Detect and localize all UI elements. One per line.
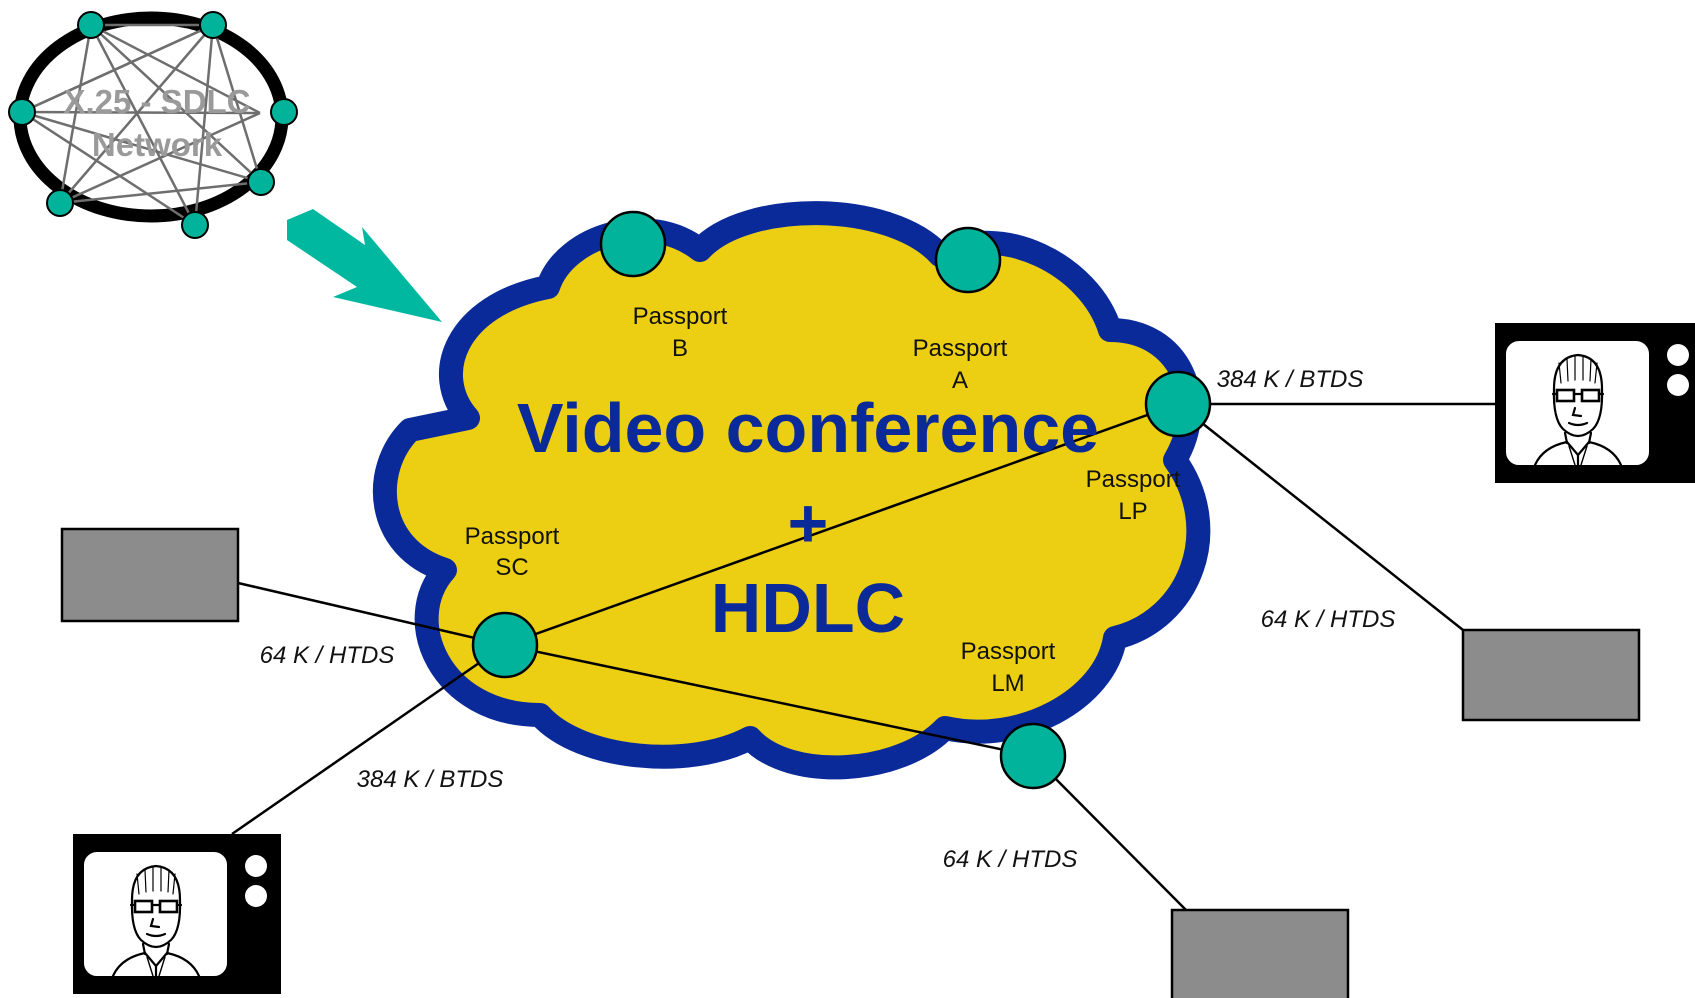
- cloud-title-plus: +: [788, 484, 829, 562]
- host-sc-terminal-box-icon: [60, 527, 240, 623]
- host-lp-terminal-box-icon: [1461, 628, 1641, 722]
- passport-sc-label-line1: Passport: [465, 523, 560, 550]
- video-terminal-lp-television-face-icon: [1493, 321, 1695, 485]
- passport-lp-label-line2: LP: [1118, 498, 1147, 525]
- cloud-shape: [372, 201, 1211, 780]
- x25-network-mesh: [21, 23, 263, 227]
- video-terminal-sc-television-face-icon: [71, 832, 283, 996]
- link-sc-tv: [231, 643, 506, 836]
- link-sc-lm: [504, 643, 1034, 758]
- passport-lm-label-line2: LM: [991, 670, 1024, 697]
- link-label-lp-host: 64 K / HTDS: [1261, 606, 1396, 633]
- x25-network-nodes: [8, 11, 298, 239]
- link-lp-host: [1177, 403, 1464, 631]
- passport-b-label-line1: Passport: [633, 303, 728, 330]
- x25-sdlc-network: X.25 - SDLC Network: [8, 11, 298, 239]
- passport-a-label-line1: Passport: [913, 335, 1008, 362]
- connections: [231, 402, 1495, 911]
- passport-lm-label-line1: Passport: [961, 638, 1056, 665]
- flow-arrow-icon: [287, 209, 442, 322]
- link-label-lm-host: 64 K / HTDS: [943, 846, 1078, 873]
- host-lm-terminal-box-icon: [1170, 908, 1350, 998]
- link-label-sc-tv: 384 K / BTDS: [357, 766, 504, 793]
- cloud-title-line1: Video conference: [517, 389, 1099, 467]
- x25-network-label-line2: Network: [92, 126, 223, 163]
- link-label-sc-host: 64 K / HTDS: [260, 642, 395, 669]
- video-conference-cloud: [372, 201, 1211, 780]
- passport-nodes: [471, 210, 1212, 790]
- passport-sc-label-line2: SC: [495, 554, 528, 581]
- link-label-lp-tv: 384 K / BTDS: [1217, 366, 1364, 393]
- passport-a-node-icon: [934, 226, 1002, 294]
- passport-sc-node-icon: [471, 611, 539, 679]
- link-lm-host: [1032, 755, 1187, 911]
- passport-b-label-line2: B: [672, 335, 688, 362]
- link-lp-sc: [504, 402, 1179, 647]
- passport-a-label-line2: A: [952, 367, 968, 394]
- passport-b-node-icon: [599, 210, 667, 278]
- passport-lp-label-line1: Passport: [1086, 466, 1181, 493]
- cloud-title-line2: HDLC: [711, 569, 905, 647]
- passport-lp-node-icon: [1144, 370, 1212, 438]
- x25-network-label-line1: X.25 - SDLC: [63, 83, 250, 120]
- passport-lm-node-icon: [999, 722, 1067, 790]
- host-terminals: [60, 527, 1641, 998]
- link-sc-host: [237, 581, 506, 647]
